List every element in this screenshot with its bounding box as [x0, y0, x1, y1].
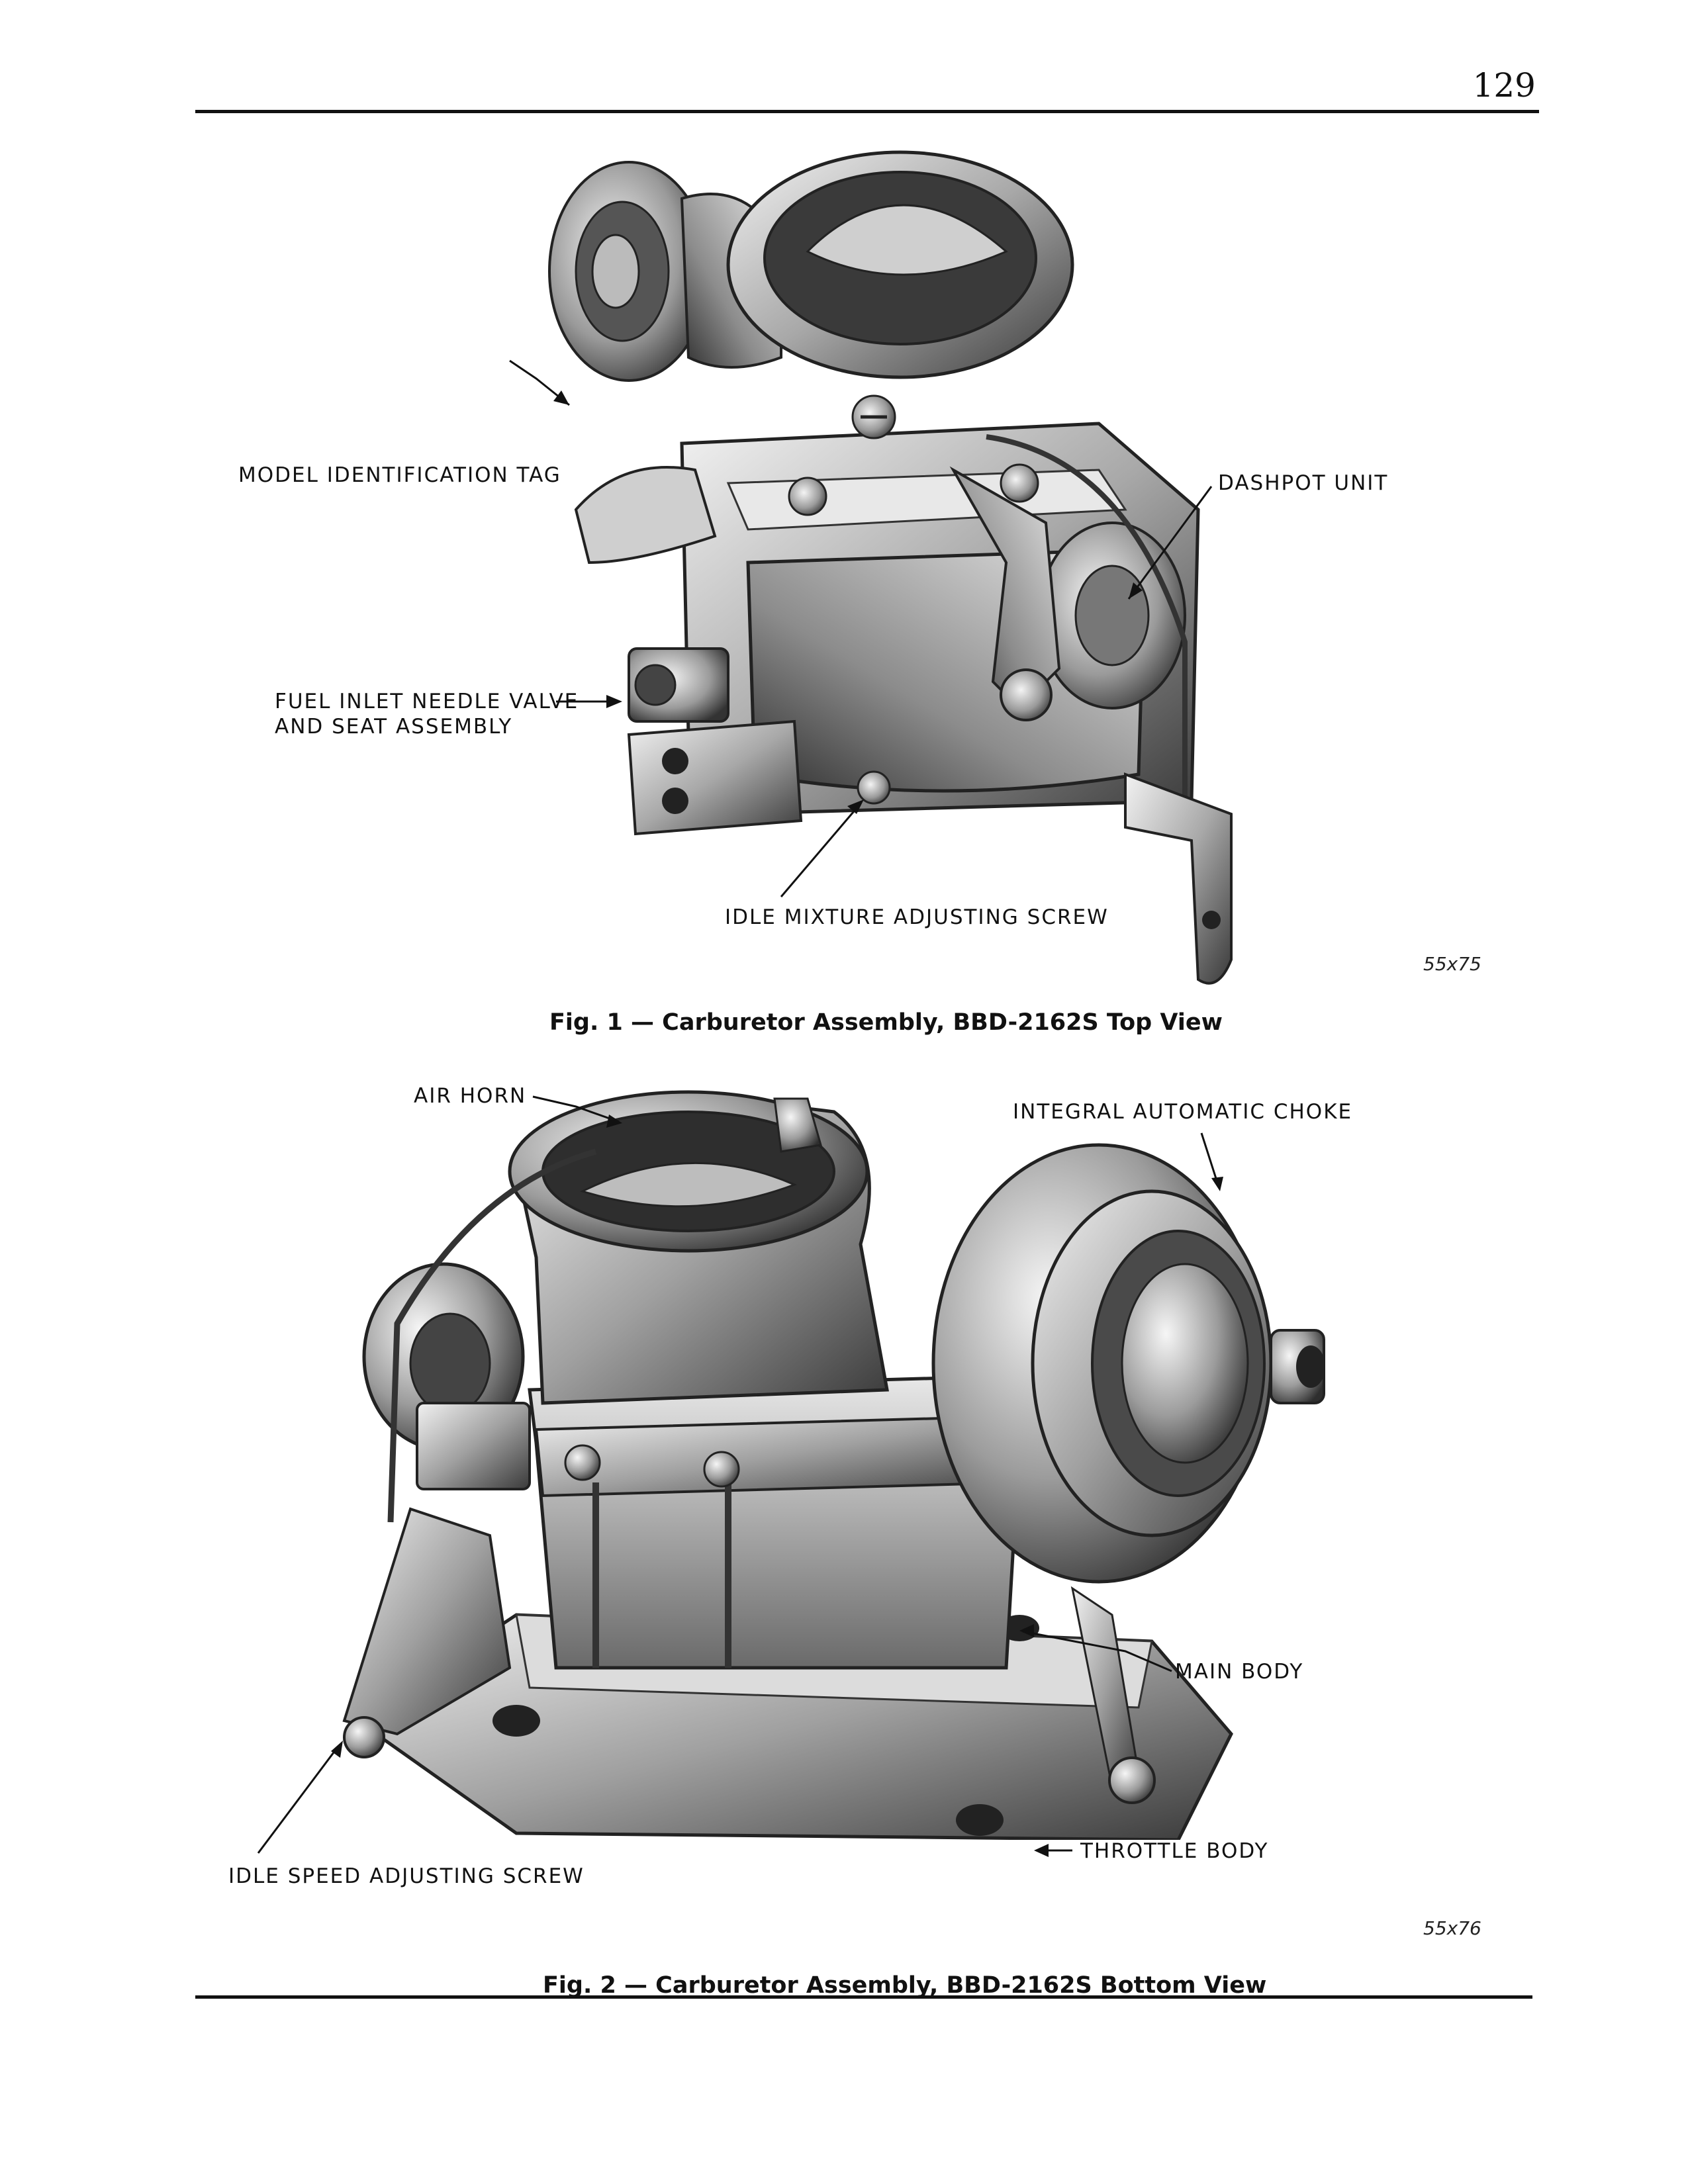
label-air-horn: AIR HORN [414, 1084, 527, 1108]
page-number: 129 [1472, 66, 1536, 105]
header-rule [195, 110, 1539, 113]
label-main-body: MAIN BODY [1175, 1660, 1304, 1684]
figure-2-caption: Fig. 2 — Carburetor Assembly, BBD-2162S … [543, 1972, 1267, 1999]
figure-2-carburetor-bottom-view-illustration [342, 1090, 1325, 1840]
label-throttle-body: THROTTLE BODY [1080, 1839, 1269, 1863]
figure-2-negative-code: 55x76 [1423, 1917, 1481, 1939]
label-dashpot-unit: DASHPOT UNIT [1218, 471, 1389, 495]
label-integral-automatic-choke: INTEGRAL AUTOMATIC CHOKE [1013, 1100, 1353, 1124]
label-idle-speed-adjusting-screw: IDLE SPEED ADJUSTING SCREW [228, 1864, 585, 1888]
label-model-identification-tag: MODEL IDENTIFICATION TAG [238, 463, 561, 487]
label-fuel-inlet-needle-valve-line2: AND SEAT ASSEMBLY [275, 715, 513, 739]
figure-1-negative-code: 55x75 [1423, 953, 1481, 975]
label-idle-mixture-adjusting-screw: IDLE MIXTURE ADJUSTING SCREW [725, 905, 1109, 929]
footer-rule [195, 1995, 1532, 1999]
figure-1-carburetor-top-view-illustration [548, 150, 1233, 985]
figure-1-caption: Fig. 1 — Carburetor Assembly, BBD-2162S … [549, 1009, 1223, 1036]
label-fuel-inlet-needle-valve-line1: FUEL INLET NEEDLE VALVE [275, 690, 579, 713]
